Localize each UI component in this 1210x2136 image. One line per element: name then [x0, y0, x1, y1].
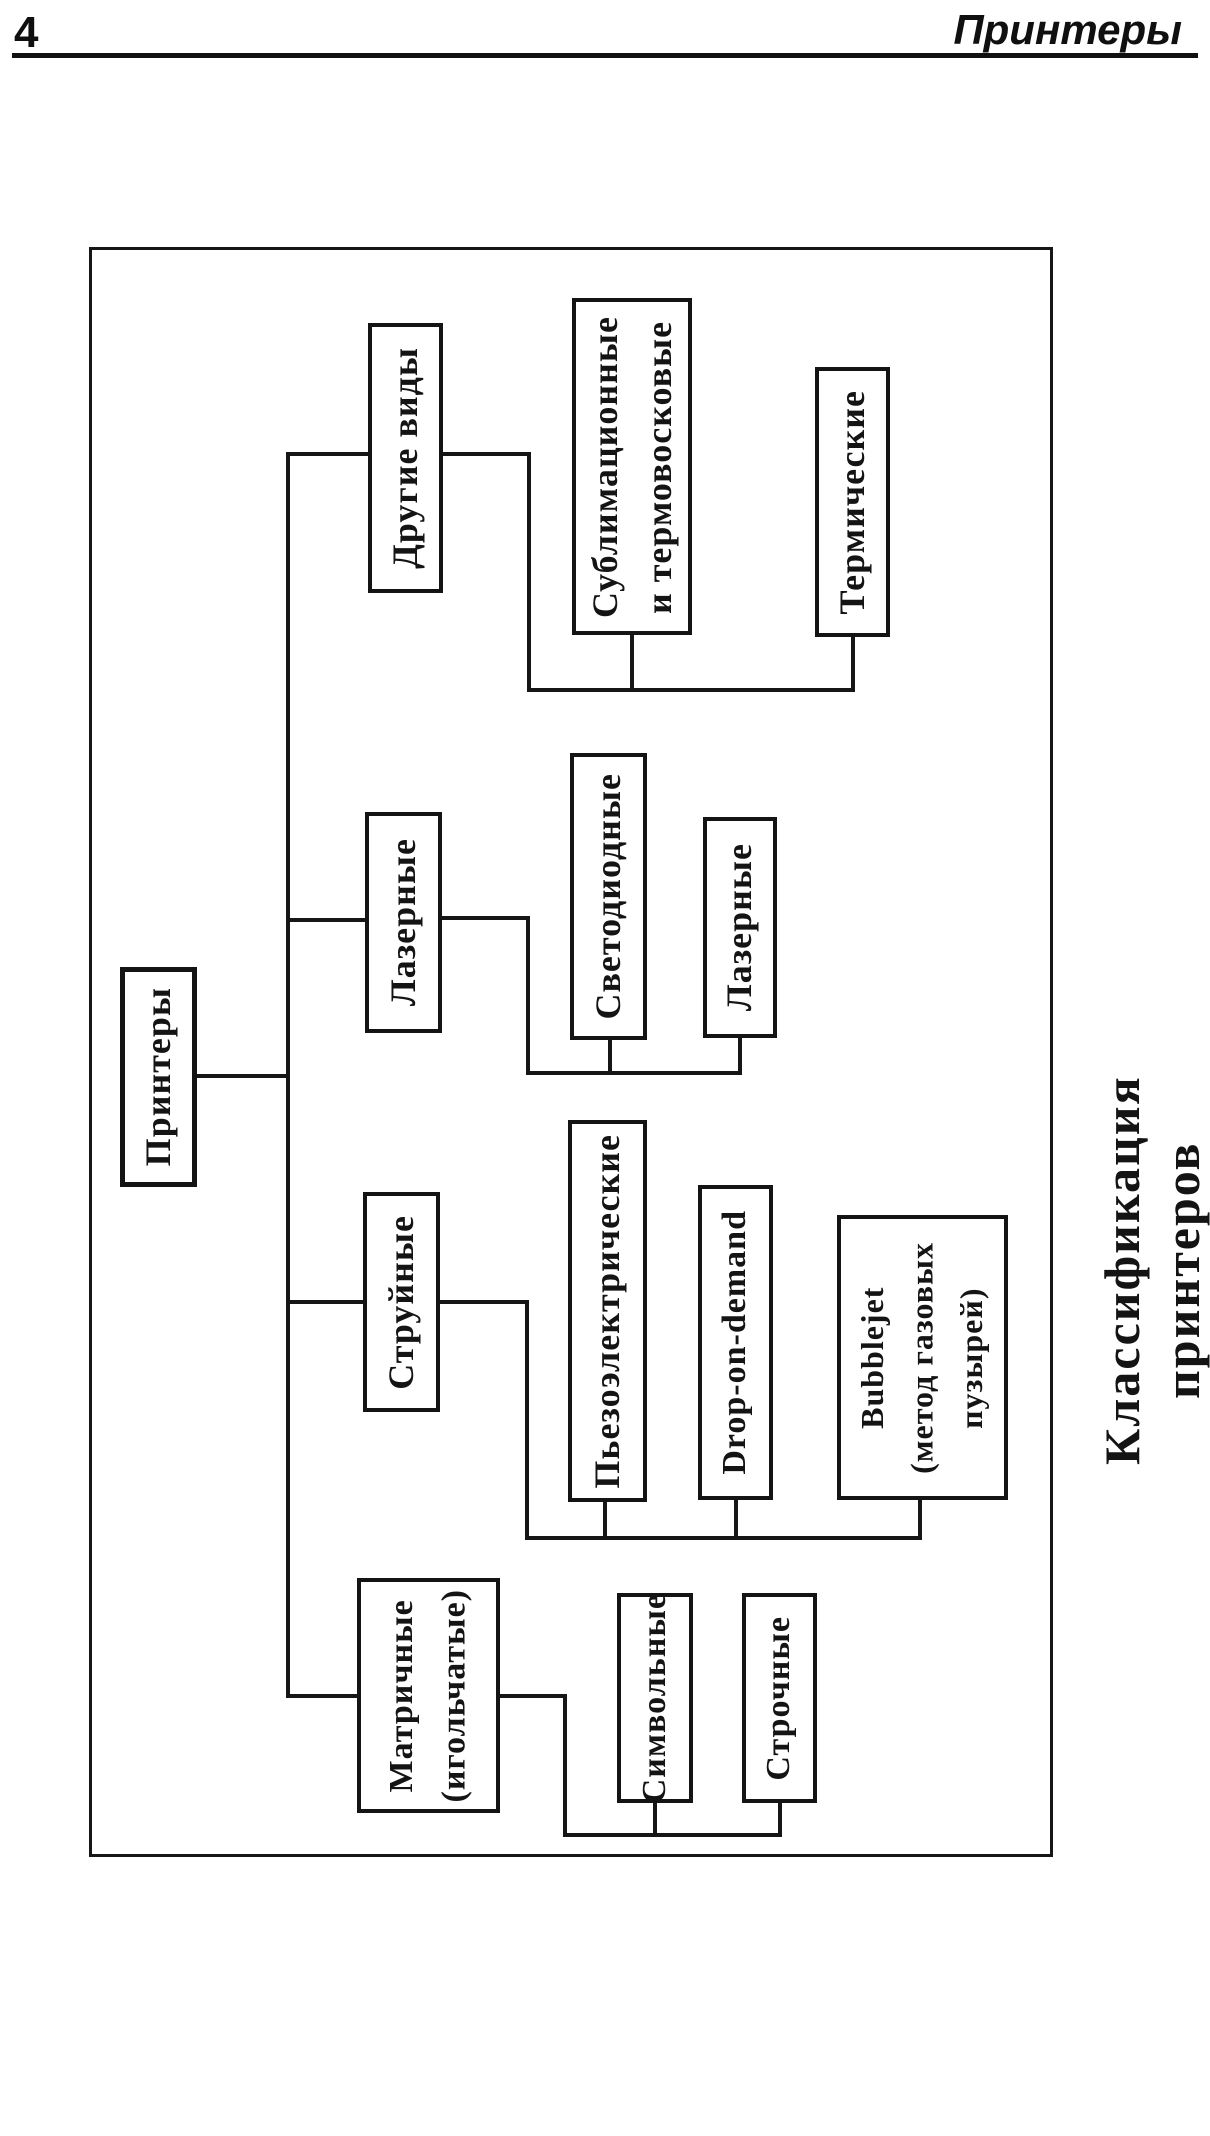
node-label: Пьезоэлектрические	[586, 1133, 627, 1489]
node-label: Принтеры	[137, 987, 178, 1167]
node-label: Drop-on-demand	[716, 1210, 754, 1475]
node-bubblejet: Bubblejet (метод газовых пузырей)	[837, 1215, 1008, 1500]
node-label: Матричные (игольчатые)	[382, 1588, 473, 1803]
node-root-printers: Принтеры	[120, 967, 197, 1187]
node-piezoelectric: Пьезоэлектрические	[568, 1120, 647, 1502]
figure-caption: Классификация принтеров	[1094, 940, 1210, 1600]
node-label: Светодиодные	[587, 773, 628, 1020]
node-sublimation-thermowax: Сублимационные и термовосковые	[572, 298, 692, 635]
diagram-frame	[89, 247, 1053, 1857]
node-label: Струйные	[380, 1214, 421, 1390]
node-label: Лазерные	[382, 838, 423, 1007]
node-label: Символьные	[635, 1592, 673, 1804]
node-label: Bubblejet (метод газовых пузырей)	[854, 1241, 990, 1474]
node-inkjet: Струйные	[363, 1192, 440, 1412]
node-matrix: Матричные (игольчатые)	[357, 1578, 500, 1813]
running-head-title: Принтеры	[953, 6, 1182, 53]
node-other-types: Другие виды	[368, 323, 443, 593]
node-drop-on-demand: Drop-on-demand	[698, 1185, 773, 1500]
node-led: Светодиодные	[570, 753, 647, 1040]
node-laser-branch: Лазерные	[365, 812, 442, 1033]
node-label: Лазерные	[719, 843, 760, 1012]
node-label: Сублимационные и термовосковые	[585, 315, 679, 618]
figure-caption-text: Классификация принтеров	[1094, 1075, 1210, 1465]
node-laser-child: Лазерные	[703, 817, 777, 1038]
node-symbol: Символьные	[617, 1593, 693, 1803]
header-rule	[12, 53, 1198, 58]
node-label: Термические	[831, 389, 872, 615]
page-number: 4	[14, 8, 39, 57]
node-label: Другие виды	[384, 347, 425, 569]
node-line-printers: Строчные	[742, 1593, 817, 1803]
node-label: Строчные	[760, 1615, 798, 1781]
node-thermal: Термические	[815, 367, 890, 637]
